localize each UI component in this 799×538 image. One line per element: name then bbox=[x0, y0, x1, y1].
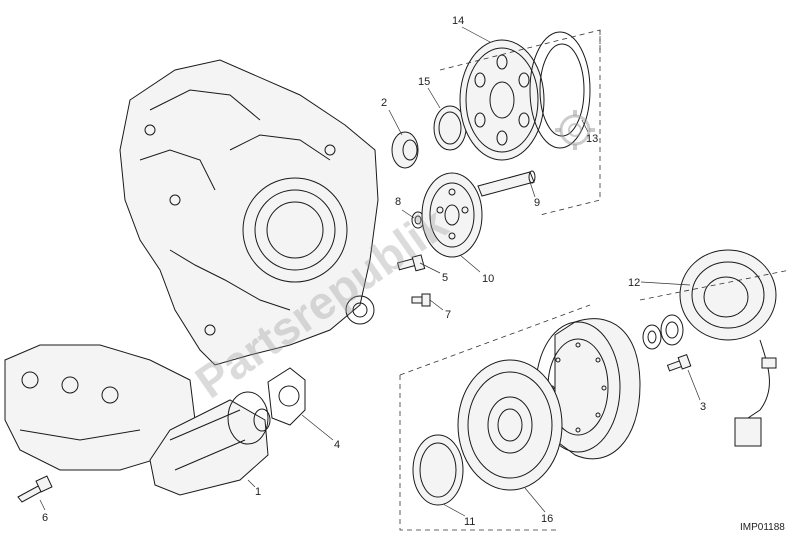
bolt-part-7 bbox=[411, 293, 431, 307]
callout-leader-lines bbox=[39, 26, 701, 517]
gear-icon bbox=[555, 110, 595, 150]
bolt-part-3 bbox=[666, 354, 692, 372]
reference-code: IMP01188 bbox=[740, 522, 785, 533]
crankcase-housing bbox=[119, 59, 379, 366]
ring-gear-part-14 bbox=[459, 39, 545, 161]
callout-5: 5 bbox=[442, 272, 448, 284]
assembly-boundary-lines bbox=[399, 29, 791, 531]
bushing-part-2 bbox=[391, 131, 419, 169]
bolt-part-5 bbox=[396, 254, 426, 272]
callout-6: 6 bbox=[42, 512, 48, 524]
callout-labels: 1 2 3 4 5 6 7 8 9 10 11 12 13 14 15 16 bbox=[42, 15, 706, 528]
starter-motor bbox=[149, 391, 271, 496]
spacer-part-12 bbox=[642, 314, 684, 350]
freewheel-part-16 bbox=[457, 359, 563, 491]
callout-1: 1 bbox=[255, 486, 261, 498]
callout-10: 10 bbox=[482, 273, 494, 285]
callout-15: 15 bbox=[418, 76, 430, 88]
callout-4: 4 bbox=[334, 439, 340, 451]
callout-8: 8 bbox=[395, 196, 401, 208]
callout-13: 13 bbox=[586, 133, 598, 145]
callout-14: 14 bbox=[452, 15, 464, 27]
bolt-part-6 bbox=[17, 475, 53, 503]
intermediate-gear-part-10 bbox=[421, 172, 483, 258]
shaft-part-9 bbox=[477, 170, 536, 197]
callout-16: 16 bbox=[541, 513, 553, 525]
callout-12: 12 bbox=[628, 277, 640, 289]
sprag-ring-part-11 bbox=[412, 434, 464, 506]
stator-coil bbox=[679, 249, 777, 447]
callout-11: 11 bbox=[464, 516, 475, 528]
callout-7: 7 bbox=[445, 309, 451, 321]
lower-engine-section bbox=[4, 344, 196, 471]
starter-gasket bbox=[267, 367, 306, 426]
callout-2: 2 bbox=[381, 97, 387, 109]
callout-9: 9 bbox=[534, 197, 540, 209]
callout-3: 3 bbox=[700, 401, 706, 413]
